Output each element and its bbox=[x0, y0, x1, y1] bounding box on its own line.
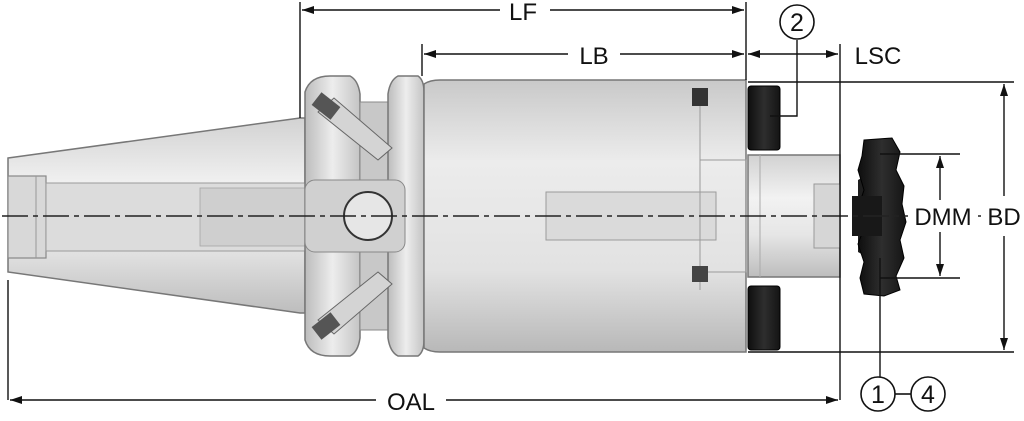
lsc-label: LSC bbox=[855, 43, 902, 70]
dmm-label: DMM bbox=[914, 204, 971, 231]
callout-item-1-label: 1 bbox=[871, 381, 885, 409]
oal-label: OAL bbox=[387, 389, 435, 416]
tool-holder-body bbox=[7, 75, 907, 357]
lf-label: LF bbox=[509, 0, 537, 26]
callout-item-4-label: 4 bbox=[921, 381, 935, 409]
drive-key-bottom bbox=[311, 271, 393, 340]
lock-screw-bottom bbox=[747, 285, 781, 351]
leader-item-2 bbox=[770, 40, 798, 117]
callout-item-4: 4 bbox=[910, 376, 946, 412]
callout-item-2: 2 bbox=[779, 4, 815, 40]
lock-screw-top bbox=[747, 85, 781, 151]
bd-label: BD bbox=[987, 204, 1020, 231]
callout-item-1: 1 bbox=[860, 376, 896, 412]
retention-knob-end bbox=[7, 175, 47, 259]
callout-item-2-label: 2 bbox=[790, 9, 804, 37]
lb-label: LB bbox=[579, 43, 608, 70]
drive-key-top bbox=[311, 92, 393, 161]
